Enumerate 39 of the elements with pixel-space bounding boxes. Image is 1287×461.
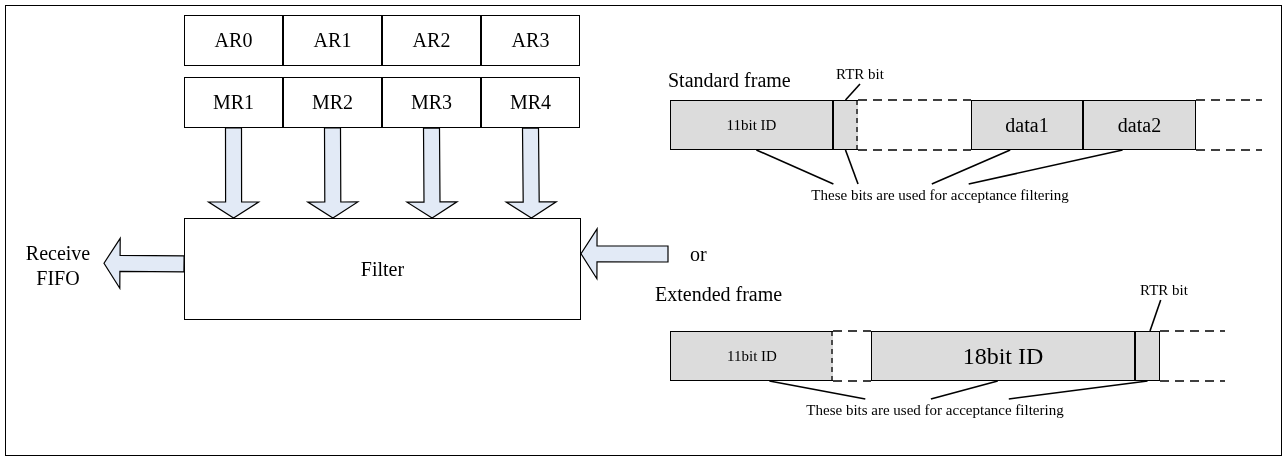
leader-line bbox=[1008, 380, 1149, 400]
register-cell: MR4 bbox=[481, 77, 580, 128]
section-heading: Extended frame bbox=[655, 284, 783, 304]
leader-line bbox=[844, 83, 861, 101]
frame-field: data2 bbox=[1083, 100, 1196, 150]
note-text: These bits are used for acceptance filtering bbox=[735, 184, 1145, 206]
field-label: RTR bit bbox=[828, 64, 892, 84]
frame-field: 18bit ID bbox=[871, 331, 1135, 381]
leader-line bbox=[768, 380, 867, 400]
block-arrow bbox=[305, 127, 360, 219]
leader-line bbox=[755, 149, 835, 185]
frame-field: 11bit ID bbox=[670, 331, 833, 381]
frame-field bbox=[1135, 331, 1160, 381]
register-cell: AR0 bbox=[184, 15, 283, 66]
block-arrow bbox=[404, 127, 460, 219]
section-heading: Standard frame bbox=[668, 70, 791, 90]
filter-block: Filter bbox=[184, 218, 581, 320]
register-cell: AR3 bbox=[481, 15, 580, 66]
field-label: RTR bit bbox=[1131, 280, 1197, 300]
note-text: These bits are used for acceptance filtering bbox=[730, 399, 1140, 421]
output-label: Receive FIFO bbox=[12, 238, 104, 294]
leader-line bbox=[1149, 299, 1162, 332]
block-arrow bbox=[504, 127, 559, 219]
block-arrow bbox=[103, 236, 185, 291]
register-cell: AR2 bbox=[382, 15, 481, 66]
leader-line bbox=[967, 149, 1124, 185]
leader-line bbox=[844, 149, 859, 185]
register-cell: MR2 bbox=[283, 77, 382, 128]
frame-field: 11bit ID bbox=[670, 100, 833, 150]
leader-line bbox=[931, 149, 1011, 185]
frame-field bbox=[833, 100, 858, 150]
block-arrow bbox=[580, 226, 669, 281]
register-cell: MR1 bbox=[184, 77, 283, 128]
register-cell: AR1 bbox=[283, 15, 382, 66]
frame-field: data1 bbox=[971, 100, 1083, 150]
block-arrow bbox=[206, 127, 261, 219]
register-cell: MR3 bbox=[382, 77, 481, 128]
connector-word: or bbox=[690, 244, 707, 264]
leader-line bbox=[930, 380, 999, 400]
